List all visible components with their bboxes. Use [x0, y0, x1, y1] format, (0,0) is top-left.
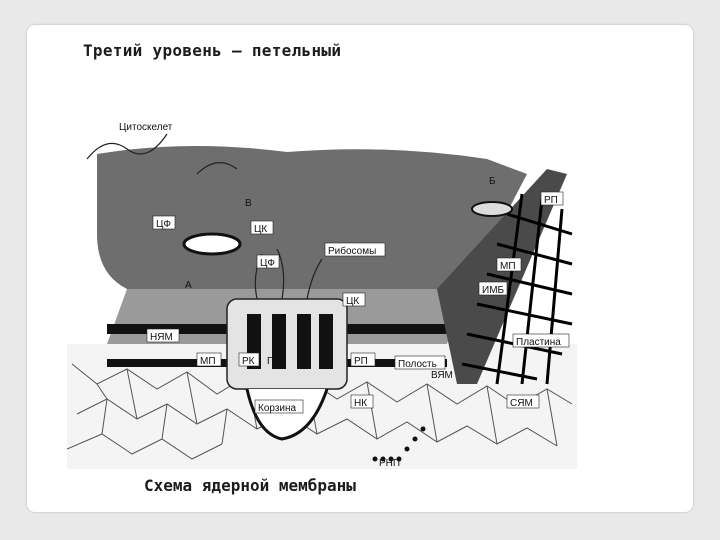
label-p: П — [267, 356, 274, 367]
label-ck-mid: ЦК — [346, 296, 359, 307]
cytoplasmic-ring — [184, 234, 240, 254]
pore-spoke-3 — [297, 314, 311, 369]
label-plastina: Пластина — [516, 337, 561, 348]
nuclear-membrane-diagram: Цитоскелет В Б РП ЦФ ЦК ЦФ Рибосомы МП А… — [67, 114, 577, 469]
label-vyam: ВЯМ — [431, 370, 453, 381]
label-mp-left: МП — [200, 356, 216, 367]
label-syam: СЯМ — [510, 398, 533, 409]
label-nyam: НЯМ — [150, 332, 173, 343]
label-ime: ИМБ — [482, 285, 505, 296]
label-cf-left: ЦФ — [156, 219, 171, 230]
label-b: Б — [489, 176, 496, 187]
label-a: А — [185, 280, 192, 291]
outer-membrane-right — [337, 324, 447, 334]
label-nk: НК — [354, 398, 367, 409]
slide: Третий уровень — петельный — [27, 25, 693, 512]
pore-spoke-4 — [319, 314, 333, 369]
label-ribosomes: Рибосомы — [328, 245, 376, 257]
slide-title: Третий уровень — петельный — [83, 41, 341, 60]
label-ck-top: ЦК — [254, 224, 267, 235]
label-cytoskeleton: Цитоскелет — [119, 122, 173, 133]
diagram-caption: Схема ядерной мембраны — [144, 476, 356, 495]
label-rp-mid: РП — [354, 356, 368, 367]
label-rnp: РНП — [379, 458, 400, 469]
pore-crown — [472, 202, 512, 216]
label-v: В — [245, 198, 252, 209]
label-polost: Полость — [398, 359, 437, 370]
label-rp-top: РП — [544, 195, 558, 206]
label-korzina: Корзина — [258, 403, 297, 414]
label-mp-right: МП — [500, 261, 516, 272]
label-cf-mid: ЦФ — [260, 258, 275, 269]
label-rk: РК — [242, 356, 255, 367]
diagram-svg: Цитоскелет В Б РП ЦФ ЦК ЦФ Рибосомы МП А… — [67, 114, 577, 469]
